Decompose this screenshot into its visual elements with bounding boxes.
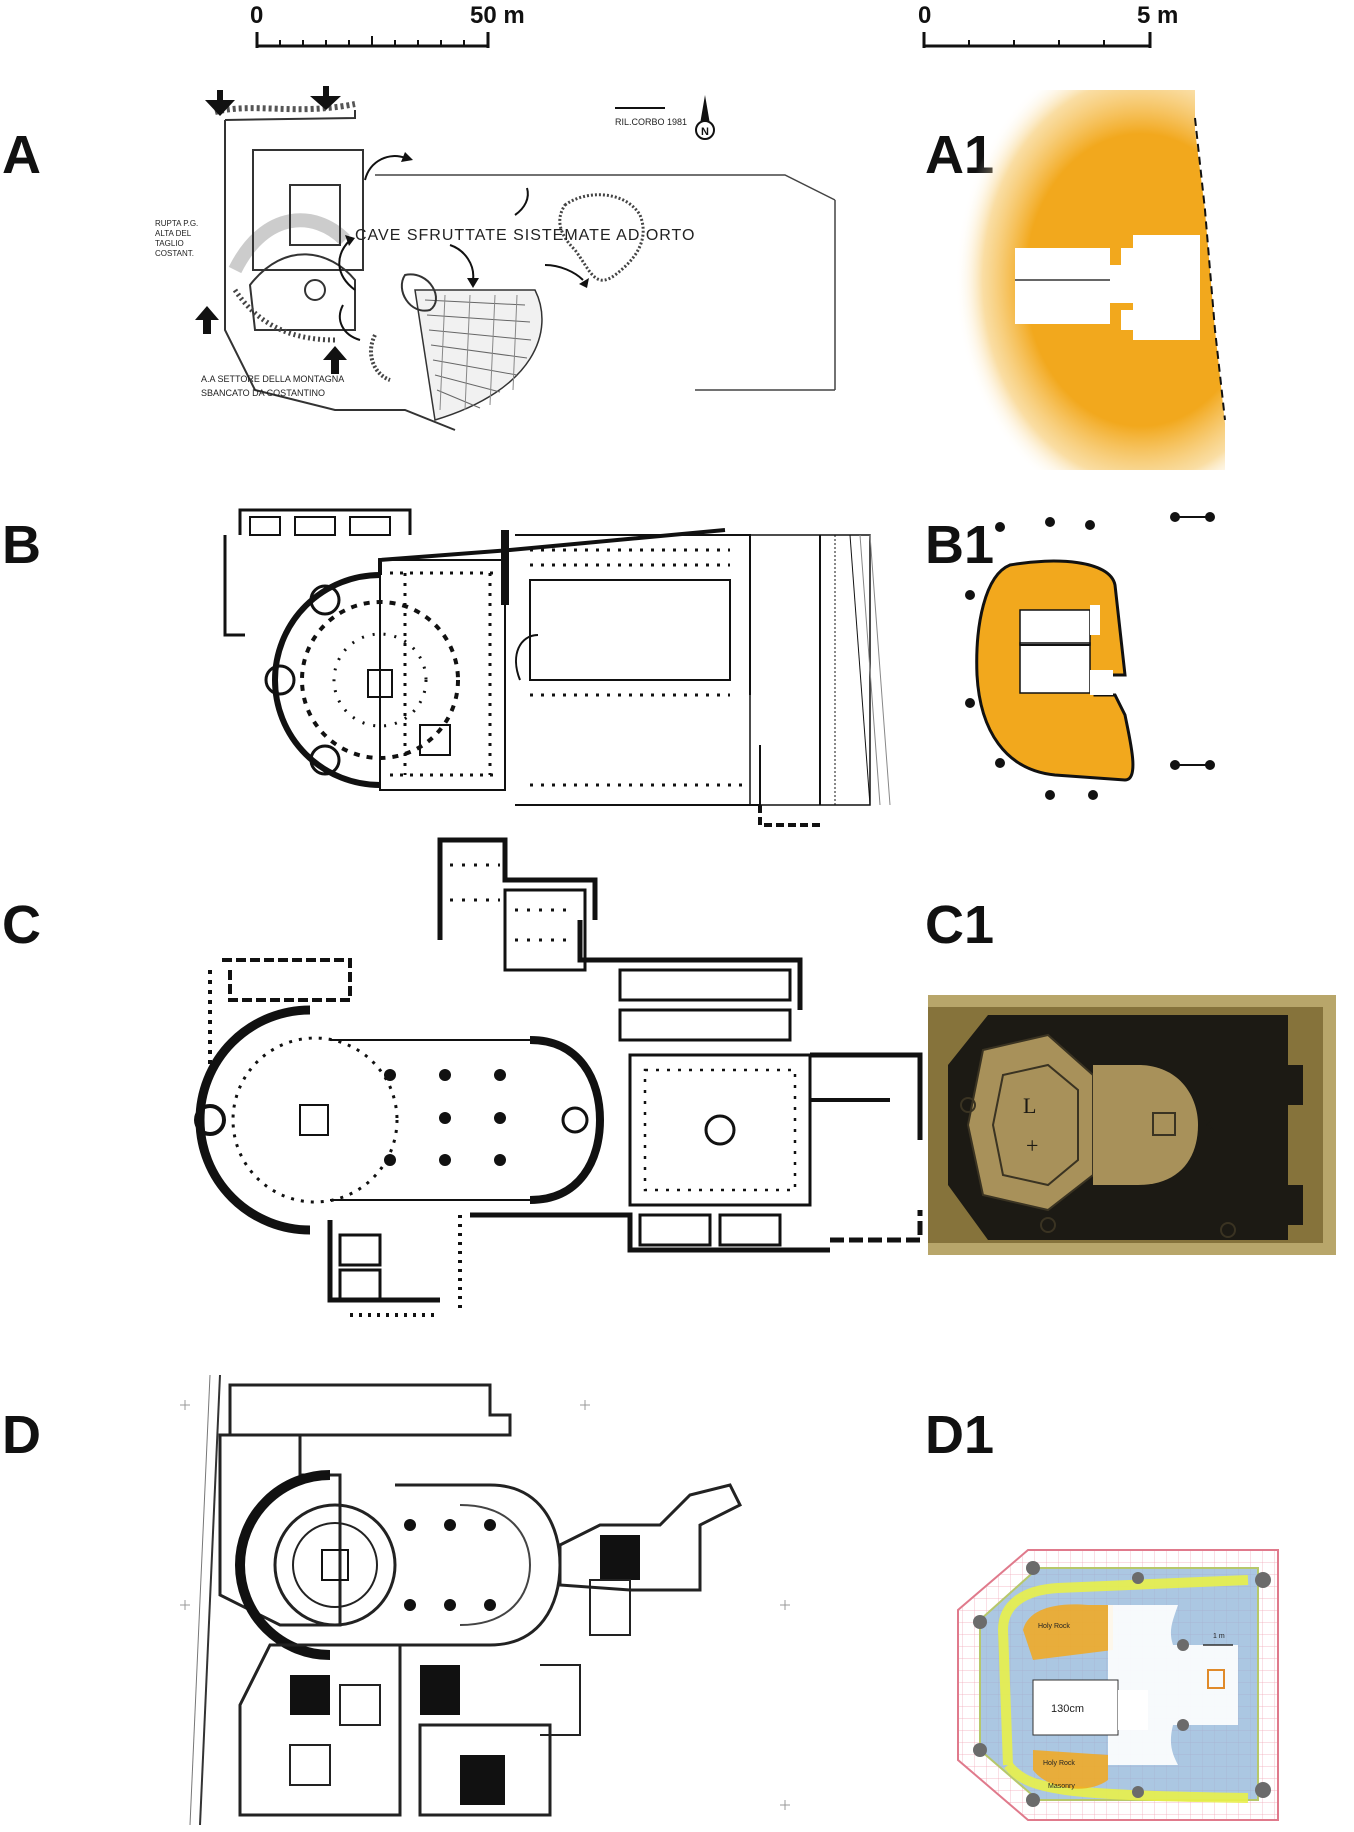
panel-label-c1: C1 xyxy=(925,895,995,955)
plan-a-site-survey: N RIL.CORBO 1981 CAVE SFRUTTATE SISTEMAT… xyxy=(155,86,836,431)
scale-right-end: 5 m xyxy=(1137,2,1179,29)
d1-masonry-label: Masonry xyxy=(1048,1783,1075,1790)
panel-label-a: A xyxy=(2,125,41,185)
c1-mark-l: L xyxy=(1023,1093,1036,1118)
panel-label-d: D xyxy=(2,1405,41,1465)
panel-label-b1: B1 xyxy=(925,515,995,575)
c1-mark-k: K xyxy=(1203,1117,1215,1134)
c1-cross-mark: + xyxy=(1026,1133,1038,1158)
plan-a-sector-1: A.A SETTORE DELLA MONTAGNA xyxy=(201,374,344,384)
plan-a-sector-2: SBANCATO DA COSTANTINO xyxy=(201,388,325,398)
d1-width-label: 130cm xyxy=(1051,1703,1084,1715)
plan-b1-holy-rock xyxy=(965,512,1215,800)
panel-label-b: B xyxy=(2,515,41,575)
plan-a-cave-label: CAVE SFRUTTATE SISTEMATE AD ORTO xyxy=(355,227,695,244)
panel-label-c: C xyxy=(2,895,41,955)
scale-right-zero: 0 xyxy=(918,2,932,29)
plan-a-rupe-4: COSTANT. xyxy=(155,249,194,258)
scale-left-zero: 0 xyxy=(250,2,264,29)
north-arrow-label: N xyxy=(701,126,709,138)
scale-bar-right xyxy=(922,32,1152,48)
plan-c-cathedral xyxy=(194,837,923,1317)
d1-holy-rock-bottom: Holy Rock xyxy=(1043,1760,1075,1767)
d1-scale-label: 1 m xyxy=(1213,1633,1225,1640)
plan-a-rupe-1: RUPTA P.G. xyxy=(155,219,198,228)
plan-d-complex xyxy=(180,1374,790,1826)
plan-b-basilica xyxy=(223,508,891,827)
plan-d1-overlay: 1 m 130cm Holy Rock Holy Rock Masonry xyxy=(938,1549,1318,1821)
scale-left-end: 50 m xyxy=(470,2,525,29)
scale-bar-left xyxy=(255,32,490,48)
plan-c1-photo: L + K xyxy=(928,995,1336,1255)
plan-a-rupe-3: TAGLIO xyxy=(155,239,184,248)
plan-a-credit: RIL.CORBO 1981 xyxy=(615,117,687,127)
d1-holy-rock-top: Holy Rock xyxy=(1038,1623,1070,1630)
plan-a1-holy-rock xyxy=(925,90,1235,470)
plan-a-rupe-2: ALTA DEL xyxy=(155,229,192,238)
panel-label-d1: D1 xyxy=(925,1405,995,1465)
